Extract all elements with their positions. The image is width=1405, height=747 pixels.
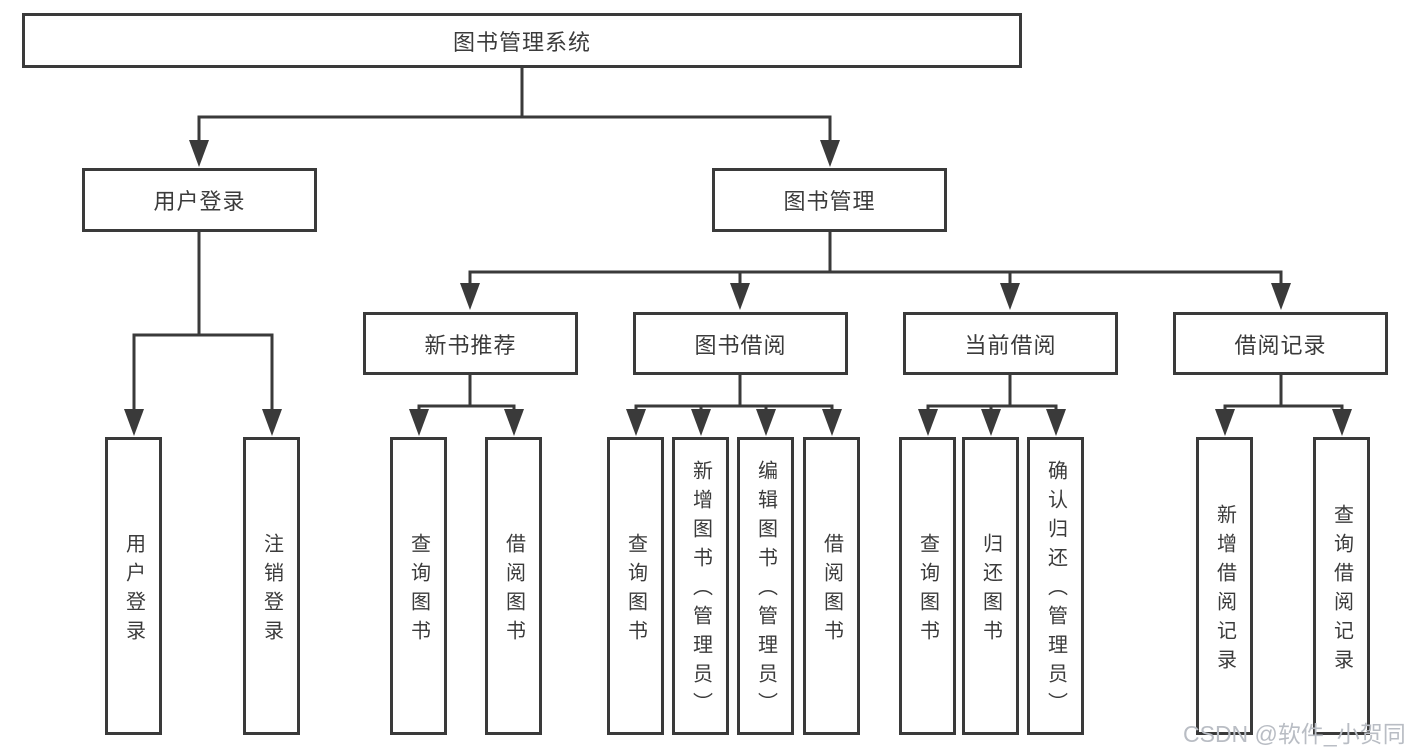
leaf-logout: 注销登录: [243, 437, 300, 735]
leaf-query-books-current: 查询图书: [899, 437, 956, 735]
leaf-add-borrow-record: 新增借阅记录: [1196, 437, 1253, 735]
leaf-query-borrow-record: 查询借阅记录: [1313, 437, 1370, 735]
csdn-watermark: CSDN @软件_小贺同学: [1183, 721, 1405, 747]
node-library-management-system: 图书管理系统: [22, 13, 1022, 68]
leaf-confirm-return-admin: 确认归还（管理员）: [1027, 437, 1084, 735]
node-book-borrowing: 图书借阅: [633, 312, 848, 375]
node-current-borrowing: 当前借阅: [903, 312, 1118, 375]
leaf-borrow-books: 借阅图书: [803, 437, 860, 735]
node-book-management: 图书管理: [712, 168, 947, 232]
leaf-edit-books-admin: 编辑图书（管理员）: [737, 437, 794, 735]
leaf-user-login: 用户登录: [105, 437, 162, 735]
arrowheads: [124, 140, 1352, 436]
node-user-login: 用户登录: [82, 168, 317, 232]
leaf-add-books-admin: 新增图书（管理员）: [672, 437, 729, 735]
leaf-borrow-books-recommend: 借阅图书: [485, 437, 542, 735]
leaf-query-books-borrowing: 查询图书: [607, 437, 664, 735]
leaf-query-books-recommend: 查询图书: [390, 437, 447, 735]
node-new-book-recommend: 新书推荐: [363, 312, 578, 375]
leaf-return-books: 归还图书: [962, 437, 1019, 735]
node-borrowing-records: 借阅记录: [1173, 312, 1388, 375]
